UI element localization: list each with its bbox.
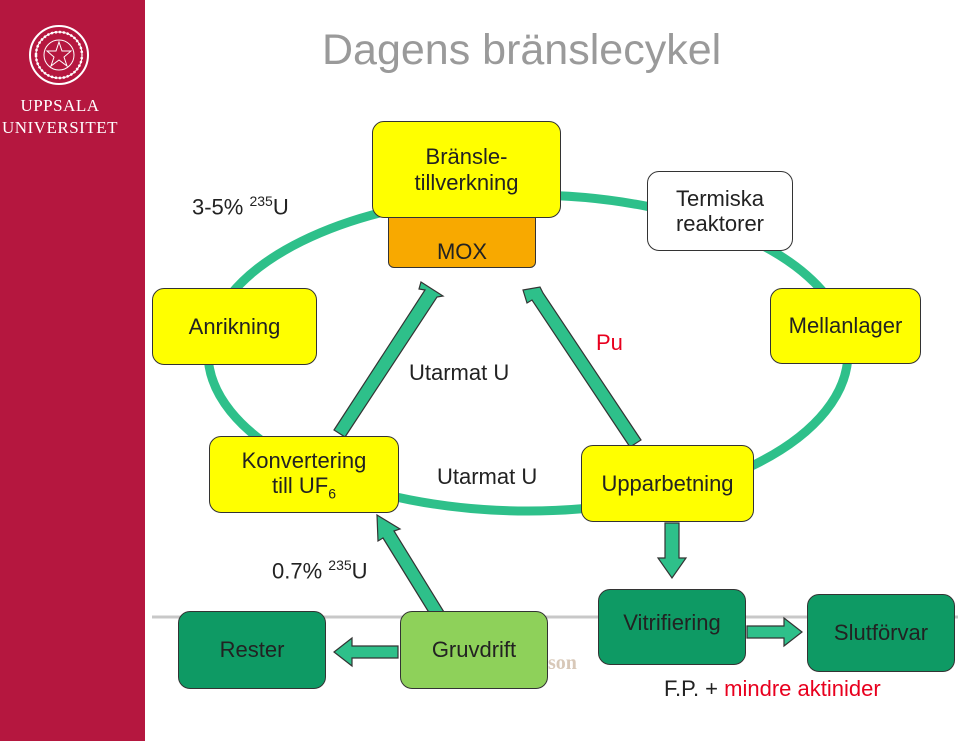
conversion-box: Konvertering till UF6 [209, 436, 399, 513]
tailings-label: Rester [219, 637, 285, 663]
enrich-element: U [272, 194, 289, 220]
interim-storage-box: Mellanlager [770, 288, 921, 364]
conversion-line1: Konvertering [241, 447, 367, 473]
fission-products: F.P. + [664, 676, 719, 701]
depleted-uranium-label-1: Utarmat U [409, 360, 510, 385]
arrow-mining-to-tailings [333, 636, 399, 668]
arrow-vitrification-to-repository [746, 616, 803, 648]
logo-line1: UPPSALA [20, 96, 100, 115]
vitrification-box: Vitrifiering [598, 589, 746, 665]
mining-label: Gruvdrift [431, 637, 517, 663]
minor-actinides: mindre aktinider [724, 676, 881, 701]
final-repository-label: Slutförvar [833, 620, 929, 646]
natural-uranium-label: 0.7% 235U [272, 557, 368, 584]
interim-storage-label: Mellanlager [788, 313, 903, 339]
vitrification-label: Vitrifiering [623, 610, 721, 635]
fuel-fabrication-line1: Bränsle- [425, 144, 508, 170]
natural-isotope: 235 [328, 557, 352, 573]
fuel-fabrication-box: Bränsle- tillverkning [372, 121, 561, 218]
reprocessing-box: Upparbetning [581, 445, 754, 522]
conversion-line2: till UF [271, 472, 329, 498]
logo-line2: UNIVERSITET [2, 118, 118, 137]
enrich-isotope: 235 [249, 193, 273, 209]
depleted-uranium-label-2: Utarmat U [437, 464, 538, 489]
arrow-reprocessing-to-vitrification [656, 522, 688, 580]
plutonium-label: Pu [596, 330, 623, 355]
fission-products-label: F.P. + mindre aktinider [664, 676, 881, 702]
arrow-to-fuel-fabrication [333, 281, 445, 438]
thermal-reactors-box: Termiska reaktorer [647, 171, 793, 251]
faint-watermark-text: son [548, 652, 577, 674]
sidebar: UPPSALA UNIVERSITET [0, 0, 145, 741]
enrichment-label: Anrikning [188, 313, 281, 339]
slide-title: Dagens bränslecykel [322, 26, 722, 74]
enrichment-box: Anrikning [152, 288, 317, 365]
thermal-reactors-line2: reaktorer [675, 211, 765, 236]
mox-label: MOX [436, 239, 488, 265]
reprocessing-label: Upparbetning [601, 470, 734, 496]
mining-box: Gruvdrift [400, 611, 548, 689]
arrow-mining-to-conversion [376, 513, 445, 620]
fuel-fabrication-line2: tillverkning [414, 169, 519, 195]
enrich-pct: 3-5% [192, 194, 244, 220]
natural-element: U [351, 558, 368, 584]
conversion-subscript: 6 [328, 485, 336, 502]
natural-pct: 0.7% [272, 558, 323, 584]
arrow-pu-to-fuel-fabrication [522, 286, 642, 448]
university-seal-icon [29, 25, 89, 85]
tailings-box: Rester [178, 611, 326, 689]
final-repository-box: Slutförvar [807, 594, 955, 672]
thermal-reactors-line1: Termiska [675, 185, 764, 211]
enrichment-level-label: 3-5% 235U [192, 193, 289, 220]
